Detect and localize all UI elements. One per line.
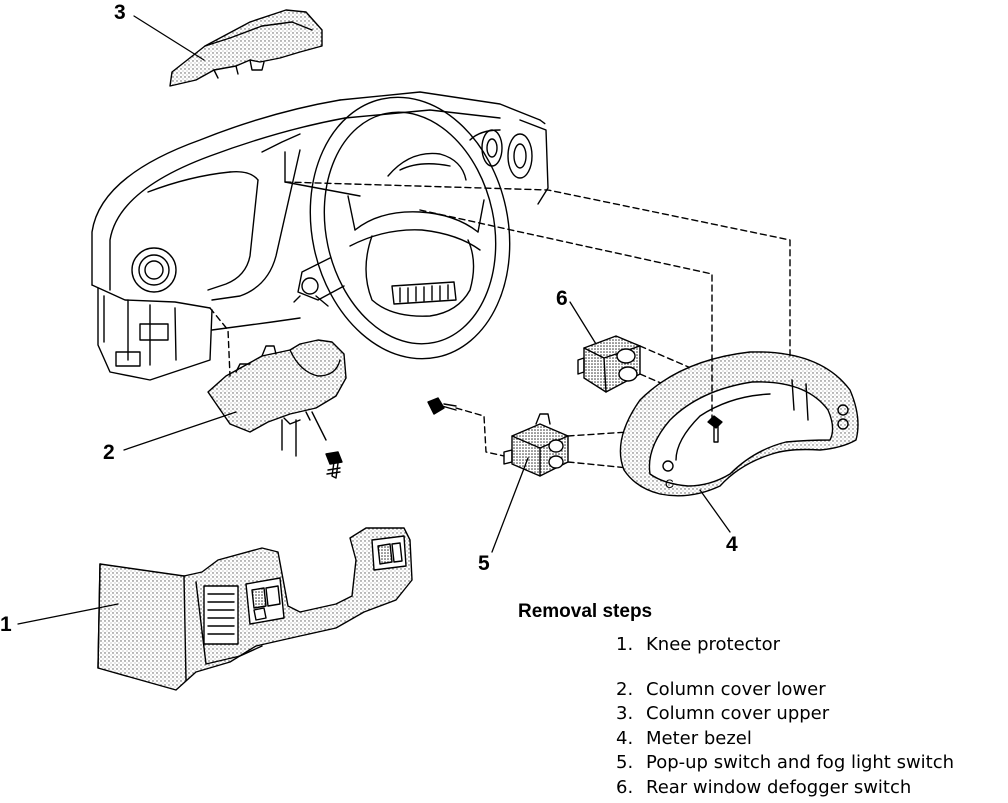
popup-and-fog-light-switch [503,413,629,477]
leader-lines [17,15,731,625]
removal-step: 6. Rear window defogger switch [518,776,1006,801]
step-label: Pop-up switch and fog light switch [646,752,955,773]
knee-protector [97,527,413,691]
step-label: Meter bezel [646,727,752,749]
callout-3: 3 [114,1,126,24]
removal-steps-title: Removal steps [518,601,653,622]
step-label: Knee protector [646,634,781,655]
step-number: 2. [616,678,634,700]
callout-2: 2 [103,441,115,464]
screw-icon [325,451,343,479]
step-label: Column cover upper [646,703,830,724]
step-label: Column cover lower [646,678,826,700]
removal-steps: Removal steps 1. Knee protector 2. Column … [518,601,1006,800]
step-number: 4. [616,727,634,749]
column-cover-upper [169,9,323,87]
callout-5: 5 [478,552,490,575]
step-number: 3. [616,703,634,724]
column-cover-lower [207,307,347,457]
removal-step: 2. Column cover lower [518,678,1006,703]
removal-step: 5. Pop-up switch and fog light switch [518,751,1006,776]
meter-bezel [619,351,859,497]
dashboard-outline [91,91,549,381]
callout-4: 4 [726,533,738,556]
removal-step: 4. Meter bezel [518,727,1006,752]
removal-step: 3. Column cover upper [518,702,1006,727]
dial-mark-label: C [665,477,674,491]
steering-wheel [293,96,511,360]
alignment-lines [284,119,791,419]
step-number: 1. [616,634,634,655]
step-number: 6. [616,776,634,798]
callout-1: 1 [0,613,12,636]
callout-6: 6 [556,287,568,310]
screw-icon [427,397,505,457]
removal-step: 1. Knee protector [518,633,1006,658]
step-number: 5. [616,752,634,773]
step-label: Rear window defogger switch [646,776,912,798]
